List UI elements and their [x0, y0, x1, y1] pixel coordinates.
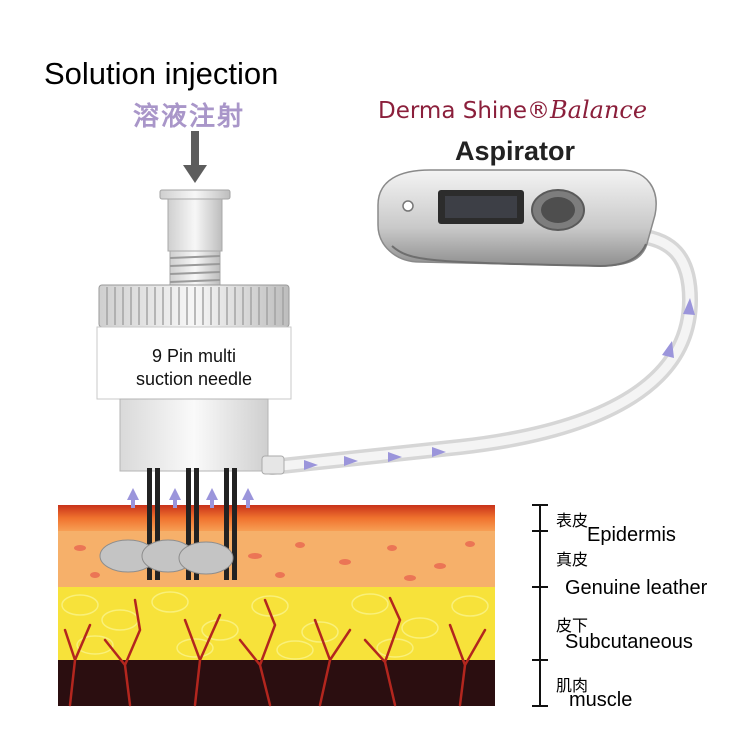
- muscle-layer: [58, 660, 496, 706]
- injection-arrow: [183, 131, 207, 183]
- solution-droplets: [99, 539, 234, 575]
- needle-label-line2: suction needle: [135, 369, 253, 389]
- title-english: Solution injection: [44, 56, 279, 91]
- layer-label-zh-muscle: 肌肉: [556, 676, 589, 695]
- layer-label-en-subcutaneous: Subcutaneous: [565, 631, 693, 653]
- epidermis-layer: [58, 505, 496, 531]
- layer-scale: [532, 504, 548, 707]
- brand-logo: Derma Shine®Balance: [378, 96, 647, 124]
- layer-label-en-dermis: Genuine leather: [565, 577, 708, 599]
- blood-vessels: [63, 596, 487, 707]
- layer-label-zh-epidermis: 表皮: [556, 511, 589, 530]
- suction-tube: [264, 228, 699, 475]
- layer-label-zh-dermis: 真皮: [556, 550, 589, 569]
- suction-needle-head: [96, 131, 292, 580]
- layer-label-zh-subcutaneous: 皮下: [556, 616, 589, 635]
- brand-suffix: Balance: [550, 96, 648, 124]
- layer-label-en-muscle: muscle: [569, 689, 633, 711]
- tube-flow-arrows: [304, 298, 695, 470]
- skin-cross-section: [58, 505, 497, 707]
- brand-mark: ®: [527, 98, 551, 124]
- aspirator-device: [377, 169, 657, 268]
- device-label: Aspirator: [455, 136, 576, 166]
- needle-label-line1: 9 Pin multi: [151, 346, 237, 366]
- brand-name: Derma Shine: [378, 98, 528, 124]
- power-icon: [402, 200, 414, 212]
- needle-label: 9 Pin multi suction needle: [104, 345, 284, 391]
- layer-label-en-epidermis: Epidermis: [587, 524, 676, 546]
- suction-arrows: [127, 488, 254, 508]
- title-chinese: 溶液注射: [133, 102, 246, 132]
- dermis-dots: [74, 541, 475, 581]
